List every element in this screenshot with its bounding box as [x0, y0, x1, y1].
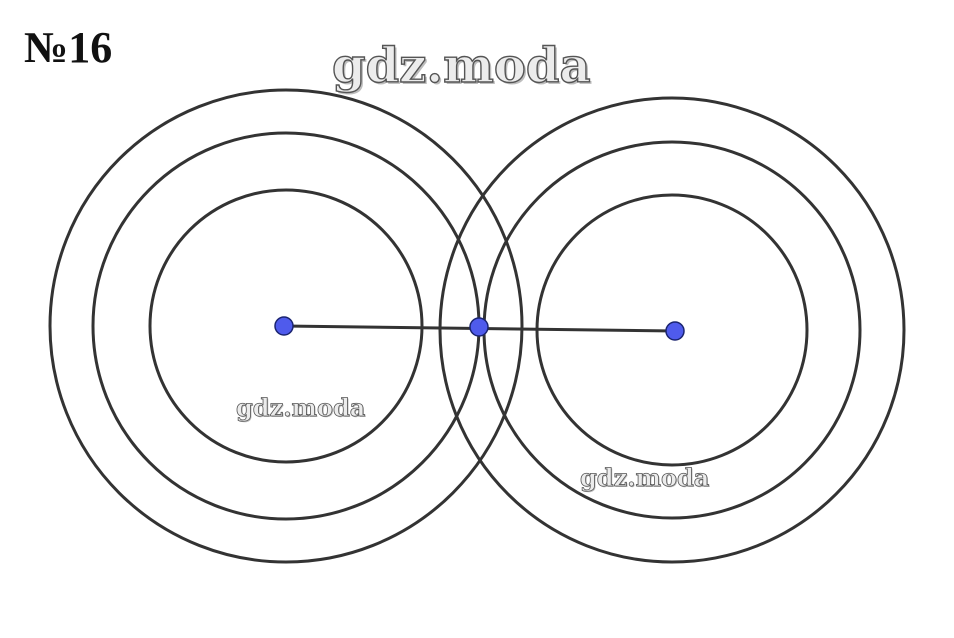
right-circle-large	[438, 96, 906, 564]
left-center-point	[274, 316, 294, 336]
left-circle-large	[48, 88, 524, 564]
left-circle-group	[48, 88, 524, 564]
midpoint	[469, 317, 489, 337]
left-circle-small	[148, 188, 424, 464]
watermark-top: gdz.moda	[331, 38, 591, 94]
watermark-left: gdz.moda	[236, 393, 366, 422]
right-center-point	[665, 321, 685, 341]
task-number: №16	[24, 23, 113, 72]
watermark-right: gdz.moda	[580, 463, 710, 492]
